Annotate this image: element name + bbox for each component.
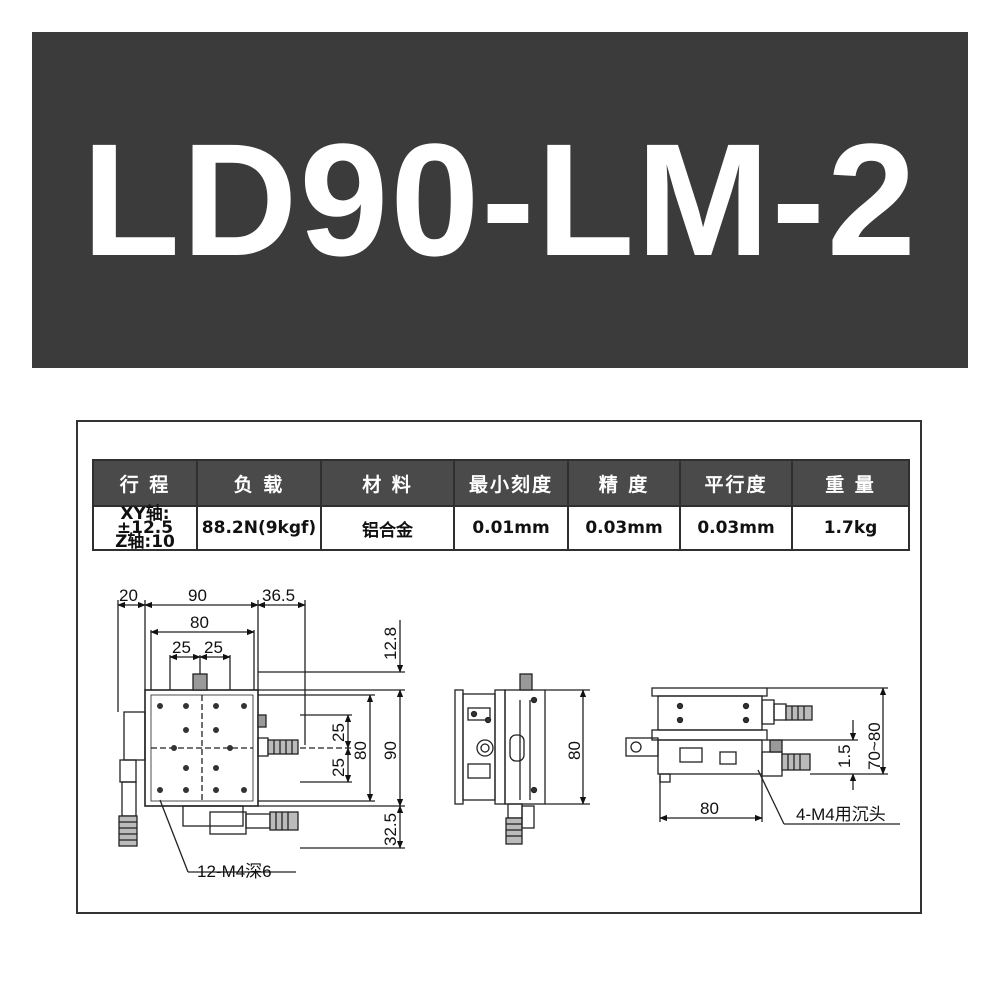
cell-stroke: XY轴:±12.5 Z轴:10	[92, 504, 198, 552]
header-load: 负 载	[196, 459, 322, 507]
rear-view	[625, 687, 900, 825]
side-view	[454, 673, 590, 845]
cell-weight: 1.7kg	[791, 505, 910, 551]
model-title: LD90-LM-2	[82, 110, 918, 289]
dim-70-80: 70~80	[865, 722, 884, 770]
header-min-scale: 最小刻度	[453, 459, 569, 507]
dim-90-v: 90	[381, 741, 400, 760]
dim-25b: 25	[204, 638, 223, 657]
header-weight: 重 量	[791, 459, 910, 507]
spec-table: 行 程 负 载 材 料 最小刻度 精 度 平行度 重 量 XY轴:±12.5 Z…	[92, 459, 910, 551]
header-parallelism: 平行度	[679, 459, 793, 507]
front-view	[117, 600, 405, 873]
dim-90: 90	[188, 586, 207, 605]
stroke-xy: XY轴:±12.5	[116, 504, 174, 538]
dim-25-down: 25	[329, 758, 348, 777]
header-accuracy: 精 度	[567, 459, 681, 507]
dim-80: 80	[190, 613, 209, 632]
spec-header-row: 行 程 负 载 材 料 最小刻度 精 度 平行度 重 量	[92, 459, 910, 507]
dim-20: 20	[119, 586, 138, 605]
spec-value-row: XY轴:±12.5 Z轴:10 88.2N(9kgf) 铝合金 0.01mm 0…	[92, 504, 910, 552]
stroke-z: Z轴:10	[115, 532, 175, 552]
header-material: 材 料	[320, 459, 455, 507]
cell-load: 88.2N(9kgf)	[196, 505, 322, 551]
dim-25-up: 25	[329, 723, 348, 742]
cell-min-scale: 0.01mm	[453, 505, 569, 551]
title-banner: LD90-LM-2	[32, 32, 968, 368]
dim-1-5: 1.5	[835, 744, 854, 768]
side-dim-80: 80	[565, 741, 584, 760]
dim-12-8: 12.8	[381, 627, 400, 660]
callout-12-m4: 12-M4深6	[197, 862, 272, 881]
dim-36-5: 36.5	[262, 586, 295, 605]
cell-material: 铝合金	[320, 505, 455, 551]
dim-32-5: 32.5	[381, 813, 400, 846]
cell-parallelism: 0.03mm	[679, 505, 793, 551]
cell-accuracy: 0.03mm	[567, 505, 681, 551]
front-view-labels: 20 90 36.5 80 25 25 12.8 25 25 80 90 32.…	[119, 586, 400, 881]
dim-25a: 25	[172, 638, 191, 657]
header-stroke: 行 程	[92, 459, 198, 507]
rear-view-labels: 70~80 1.5 80 4-M4用沉头	[700, 722, 886, 824]
dim-80-v: 80	[351, 741, 370, 760]
callout-4-m4: 4-M4用沉头	[796, 805, 886, 824]
rear-dim-80: 80	[700, 799, 719, 818]
